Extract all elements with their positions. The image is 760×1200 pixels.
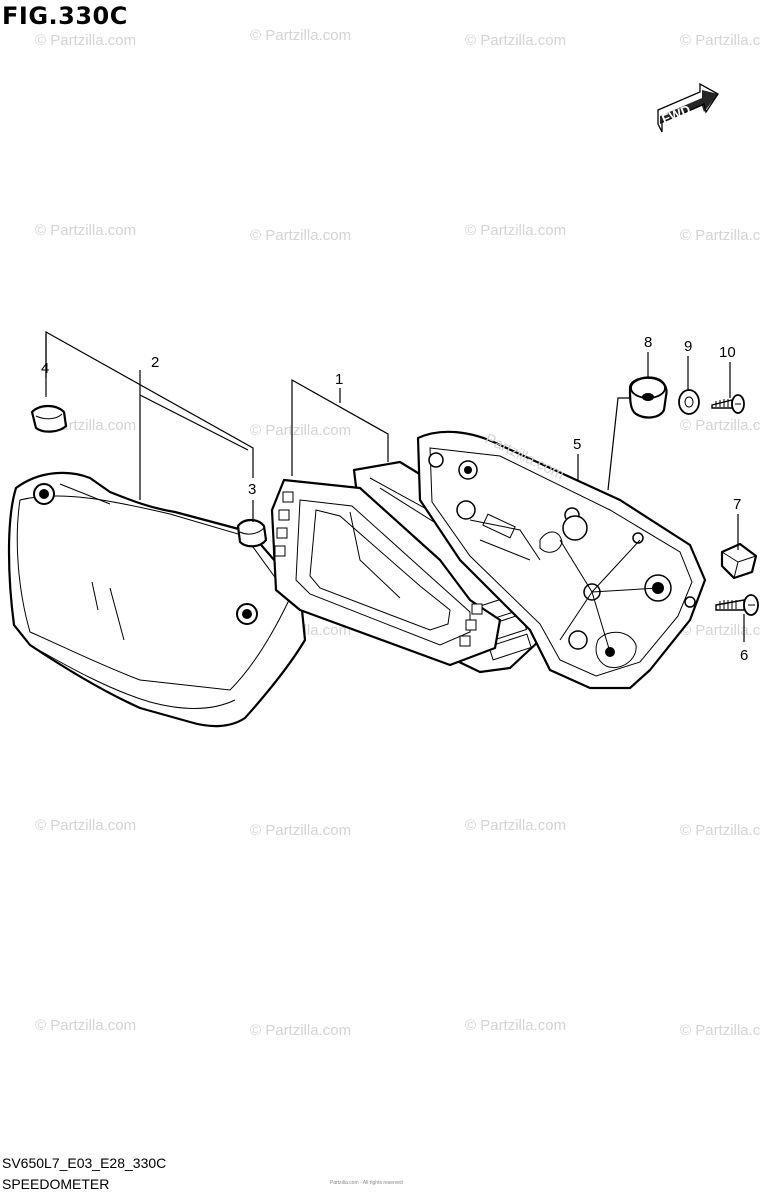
watermark: © Partzilla.com — [250, 422, 351, 439]
watermark: © Partzilla.com — [250, 227, 351, 244]
watermark: © Partzilla.com — [680, 1022, 760, 1039]
watermark: © Partzilla.com — [680, 622, 760, 639]
watermark: © Partzilla.com — [465, 222, 566, 239]
watermark: © Partzilla.com — [35, 817, 136, 834]
watermark: © Partzilla.com — [465, 1017, 566, 1034]
footer-small-print: Partzilla.com - All rights reserved — [330, 1180, 403, 1186]
callout-7: 7 — [733, 496, 741, 513]
watermark: © Partzilla.com — [465, 32, 566, 49]
part-10-screw — [711, 394, 745, 414]
watermark: © Partzilla.com — [35, 32, 136, 49]
leader-lines — [45, 330, 745, 642]
callout-10: 10 — [719, 344, 736, 361]
part-8-grommet — [628, 376, 668, 419]
part-2-meter-cover — [7, 471, 307, 728]
part-5-meter-case: Partzilla.com — [416, 430, 707, 690]
figure-title: FIG.330C — [2, 2, 128, 30]
figure-name: SPEEDOMETER — [2, 1176, 110, 1192]
watermark: © Partzilla.com — [465, 817, 566, 834]
callout-2: 2 — [151, 354, 159, 371]
watermark: © Partzilla.com — [680, 32, 760, 49]
callout-labels: 1 2 3 4 5 6 7 8 9 10 — [41, 334, 748, 664]
callout-4: 4 — [41, 360, 49, 377]
callout-8: 8 — [644, 334, 652, 351]
part-6-screw — [715, 594, 759, 616]
fwd-label: FWD — [660, 102, 693, 127]
callout-9: 9 — [684, 338, 692, 355]
part-7-nut — [720, 542, 758, 580]
callout-3: 3 — [248, 481, 256, 498]
watermark: © Partzilla.com — [680, 417, 760, 434]
callout-1: 1 — [335, 371, 343, 388]
watermark: © Partzilla.com — [250, 1022, 351, 1039]
watermark: © Partzilla.com — [680, 822, 760, 839]
figure-code: SV650L7_E03_E28_330C — [2, 1155, 167, 1171]
callout-5: 5 — [573, 436, 581, 453]
part-4-cushion — [30, 404, 68, 433]
watermark: © Partzilla.com — [250, 822, 351, 839]
fwd-arrow-icon: FWD — [657, 82, 719, 133]
watermark: © Partzilla.com — [680, 227, 760, 244]
callout-6: 6 — [740, 647, 748, 664]
watermark: © Partzilla.com — [35, 1017, 136, 1034]
watermark: © Partzilla.com — [35, 222, 136, 239]
watermark: © Partzilla.com — [250, 27, 351, 44]
part-3-cushion — [236, 518, 268, 548]
part-9-washer — [678, 389, 700, 415]
